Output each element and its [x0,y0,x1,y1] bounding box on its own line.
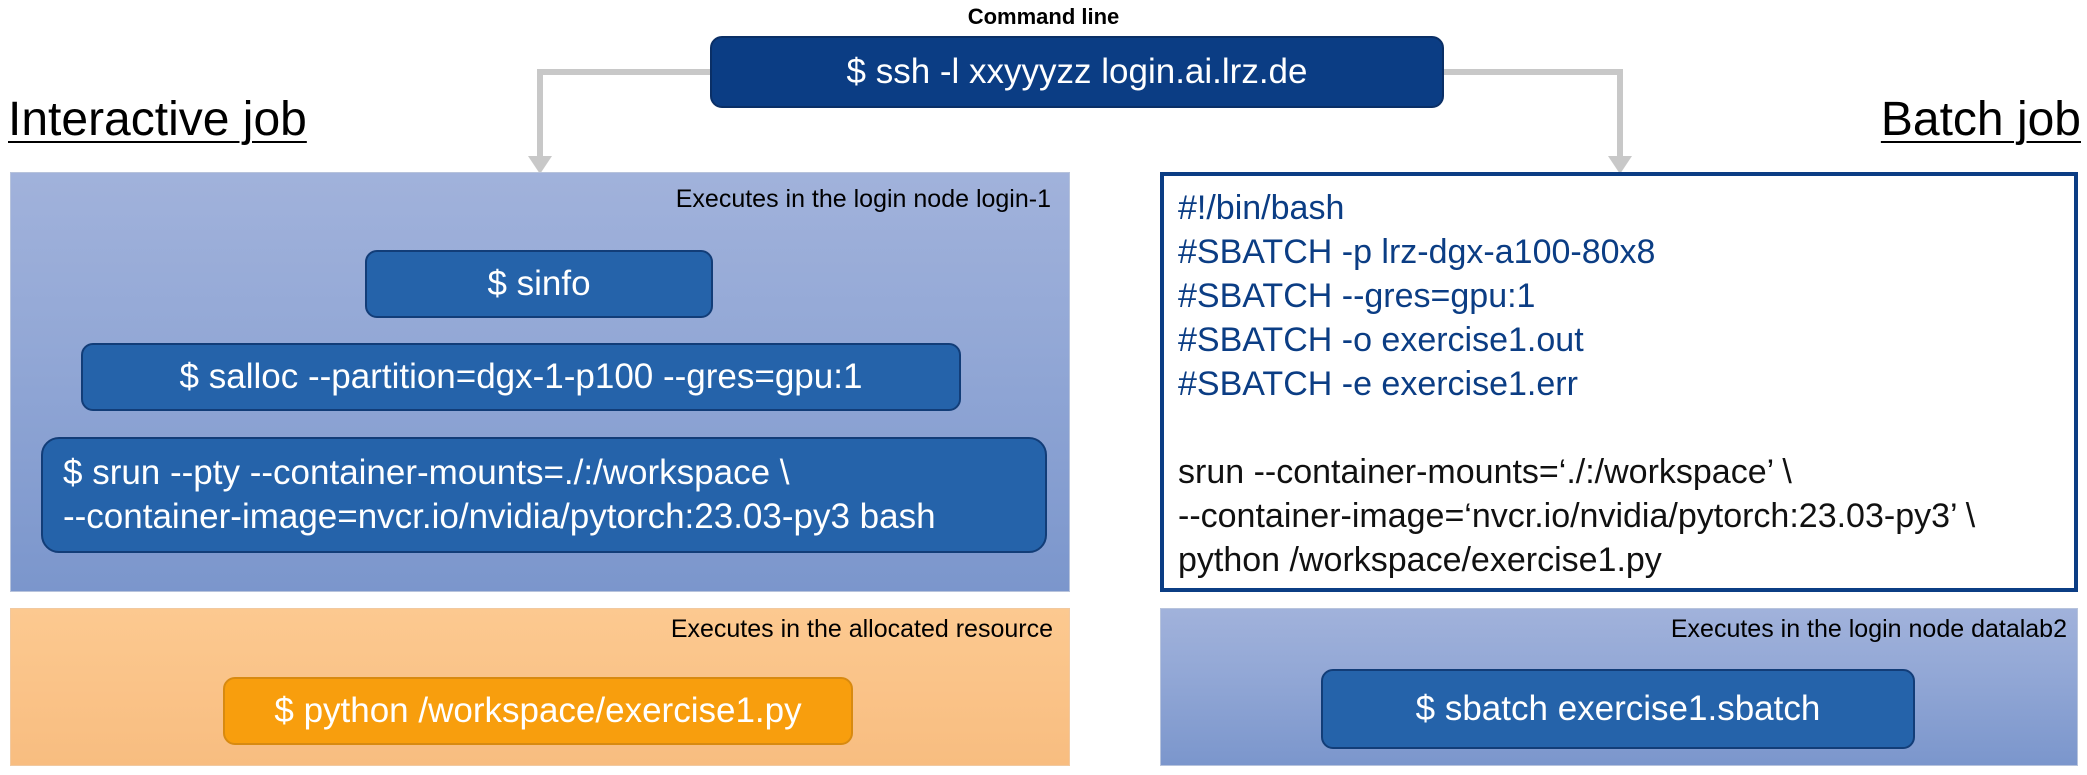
allocated-resource-panel: Executes in the allocated resource $ pyt… [10,608,1070,766]
srun-command-line2: --container-image=nvcr.io/nvidia/pytorch… [63,497,936,536]
salloc-command-text: $ salloc --partition=dgx-1-p100 --gres=g… [179,357,863,396]
arrowhead-interactive [528,156,552,174]
sinfo-command-box: $ sinfo [365,250,713,318]
sbatch-command-text: $ sbatch exercise1.sbatch [1415,689,1821,728]
script-line-shebang: #!/bin/bash [1178,189,1345,227]
srun-command-box: $ srun --pty --container-mounts=./:/work… [41,437,1047,553]
sbatch-script-box: #!/bin/bash #SBATCH -p lrz-dgx-a100-80x8… [1160,172,2078,592]
interactive-login-panel: Executes in the login node login-1 $ sin… [10,172,1070,592]
command-line-title: Command line [967,4,1120,29]
script-line-output: #SBATCH -o exercise1.out [1178,321,1584,359]
script-line-srun: srun --container-mounts=‘./:/workspace’ … [1178,453,1792,491]
salloc-command-box: $ salloc --partition=dgx-1-p100 --gres=g… [81,343,961,411]
ssh-command-box: $ ssh -l xxyyyzz login.ai.lrz.de [710,36,1444,108]
datalab2-note: Executes in the login node datalab2 [1670,615,2067,643]
arrow-to-batch [1442,69,1623,160]
batch-login-panel: Executes in the login node datalab2 $ sb… [1160,608,2078,766]
arrowhead-batch [1608,156,1632,174]
interactive-job-heading: Interactive job [8,93,307,146]
batch-job-heading: Batch job [1880,93,2081,146]
allocated-resource-note: Executes in the allocated resource [670,615,1053,643]
login-node-note: Executes in the login node login-1 [675,185,1051,213]
script-line-partition: #SBATCH -p lrz-dgx-a100-80x8 [1178,233,1656,271]
script-line-container-image: --container-image=‘nvcr.io/nvidia/pytorc… [1178,497,1976,535]
python-command-text: $ python /workspace/exercise1.py [274,691,802,730]
script-line-python: python /workspace/exercise1.py [1178,541,1662,579]
python-command-box: $ python /workspace/exercise1.py [223,677,853,745]
arrow-to-interactive [537,69,712,160]
script-line-gres: #SBATCH --gres=gpu:1 [1178,277,1536,315]
ssh-command-text: $ ssh -l xxyyyzz login.ai.lrz.de [846,52,1308,91]
sbatch-command-box: $ sbatch exercise1.sbatch [1321,669,1915,749]
srun-command-line1: $ srun --pty --container-mounts=./:/work… [63,453,790,492]
script-line-error: #SBATCH -e exercise1.err [1178,365,1578,403]
sinfo-command-text: $ sinfo [487,264,591,303]
